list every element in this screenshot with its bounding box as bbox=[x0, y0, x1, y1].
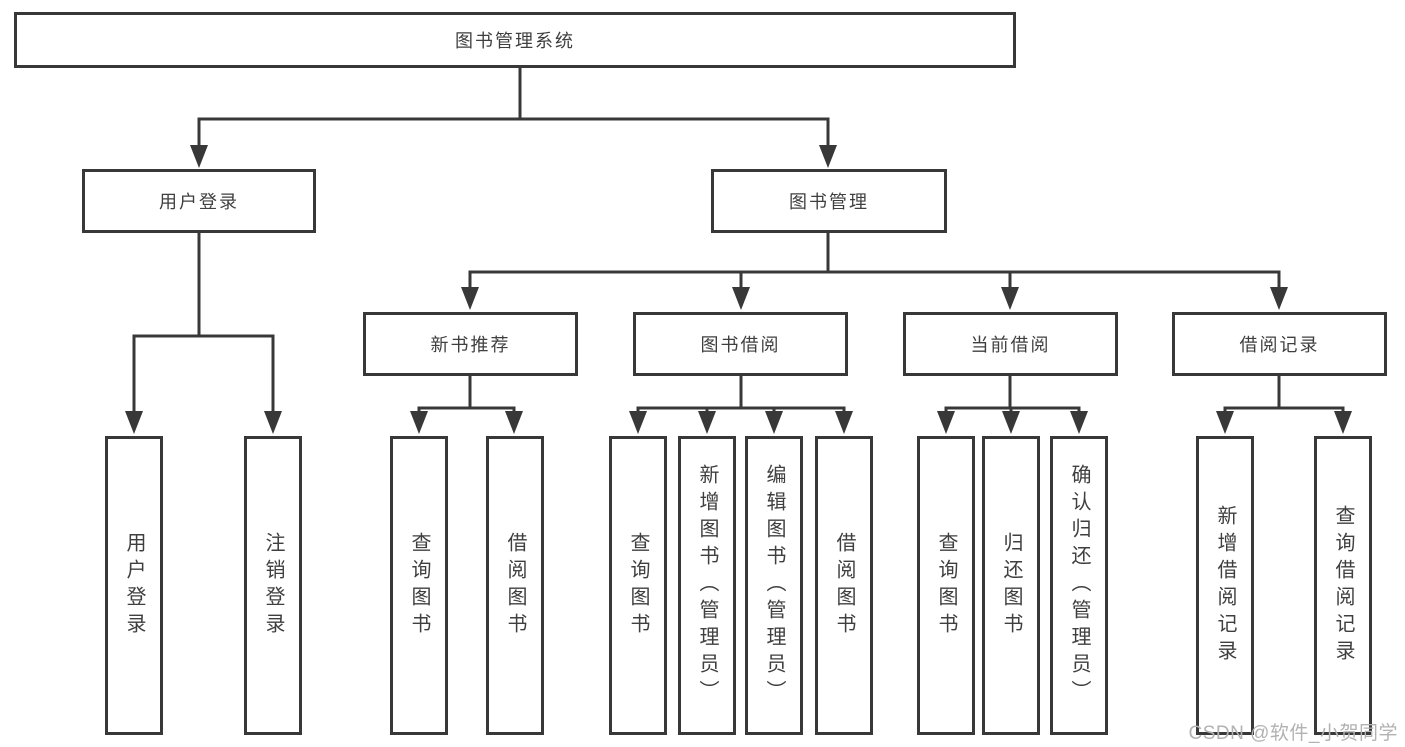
arrowhead-icon bbox=[1334, 411, 1352, 434]
leaf-return-book-label: 归还图书 bbox=[1000, 531, 1022, 640]
arrowhead-icon bbox=[765, 411, 783, 434]
node-borrow-record: 借阅记录 bbox=[1172, 312, 1387, 376]
arrowhead-icon bbox=[264, 411, 282, 434]
arrowhead-icon bbox=[1002, 411, 1020, 434]
arrowhead-icon bbox=[1001, 287, 1019, 310]
leaf-query-book-borrow: 查询图书 bbox=[609, 436, 667, 735]
node-root-label: 图书管理系统 bbox=[455, 31, 575, 51]
leaf-add-book-admin: 新增图书（管理员） bbox=[678, 436, 736, 735]
arrowhead-icon bbox=[819, 145, 837, 168]
node-current-borrow-label: 当前借阅 bbox=[970, 335, 1051, 355]
leaf-logout-label: 注销登录 bbox=[262, 531, 284, 640]
leaf-add-borrow-record: 新增借阅记录 bbox=[1196, 436, 1254, 735]
arrowhead-icon bbox=[937, 411, 955, 434]
arrowhead-icon bbox=[125, 411, 143, 434]
leaf-borrow-book-borrow-label: 借阅图书 bbox=[833, 531, 855, 640]
leaf-query-borrow-record: 查询借阅记录 bbox=[1314, 436, 1372, 735]
leaf-confirm-return-admin-label: 确认归还（管理员） bbox=[1068, 464, 1090, 707]
leaf-user-login-label: 用户登录 bbox=[123, 531, 145, 640]
leaf-add-book-admin-label: 新增图书（管理员） bbox=[696, 464, 718, 707]
node-book-management: 图书管理 bbox=[711, 169, 947, 233]
leaf-query-book-current: 查询图书 bbox=[917, 436, 975, 735]
arrowhead-icon bbox=[732, 287, 750, 310]
leaf-edit-book-admin-label: 编辑图书（管理员） bbox=[763, 464, 785, 707]
node-book-borrow-label: 图书借阅 bbox=[700, 335, 781, 355]
leaf-user-login: 用户登录 bbox=[105, 436, 163, 735]
node-new-book-recommend-label: 新书推荐 bbox=[430, 335, 511, 355]
arrowhead-icon bbox=[505, 411, 523, 434]
arrowhead-icon bbox=[629, 411, 647, 434]
leaf-add-borrow-record-label: 新增借阅记录 bbox=[1214, 504, 1236, 667]
arrowhead-icons bbox=[125, 145, 1352, 434]
arrowhead-icon bbox=[835, 411, 853, 434]
leaf-borrow-book-recommend: 借阅图书 bbox=[486, 436, 544, 735]
node-new-book-recommend: 新书推荐 bbox=[363, 312, 578, 376]
leaf-query-book-current-label: 查询图书 bbox=[935, 531, 957, 640]
node-user-login-label: 用户登录 bbox=[159, 192, 239, 212]
leaf-logout: 注销登录 bbox=[244, 436, 302, 735]
csdn-watermark: CSDN @软件_小贺同学 bbox=[1188, 723, 1398, 744]
connector-paths bbox=[132, 66, 1345, 416]
arrowhead-icon bbox=[1070, 411, 1088, 434]
leaf-query-book-borrow-label: 查询图书 bbox=[627, 531, 649, 640]
node-user-login: 用户登录 bbox=[82, 169, 316, 233]
leaf-edit-book-admin: 编辑图书（管理员） bbox=[745, 436, 803, 735]
node-book-borrow: 图书借阅 bbox=[633, 312, 848, 376]
node-root: 图书管理系统 bbox=[14, 12, 1016, 68]
leaf-confirm-return-admin: 确认归还（管理员） bbox=[1050, 436, 1108, 735]
leaf-query-borrow-record-label: 查询借阅记录 bbox=[1332, 504, 1354, 667]
node-borrow-record-label: 借阅记录 bbox=[1239, 335, 1320, 355]
leaf-query-book-recommend: 查询图书 bbox=[390, 436, 448, 735]
leaf-borrow-book-recommend-label: 借阅图书 bbox=[504, 531, 526, 640]
arrowhead-icon bbox=[461, 287, 479, 310]
arrowhead-icon bbox=[1270, 287, 1288, 310]
arrowhead-icon bbox=[410, 411, 428, 434]
arrowhead-icon bbox=[698, 411, 716, 434]
node-book-management-label: 图书管理 bbox=[789, 192, 869, 212]
arrowhead-icon bbox=[190, 145, 208, 168]
leaf-return-book: 归还图书 bbox=[982, 436, 1040, 735]
node-current-borrow: 当前借阅 bbox=[903, 312, 1118, 376]
leaf-query-book-recommend-label: 查询图书 bbox=[408, 531, 430, 640]
arrowhead-icon bbox=[1216, 411, 1234, 434]
leaf-borrow-book-borrow: 借阅图书 bbox=[815, 436, 873, 735]
